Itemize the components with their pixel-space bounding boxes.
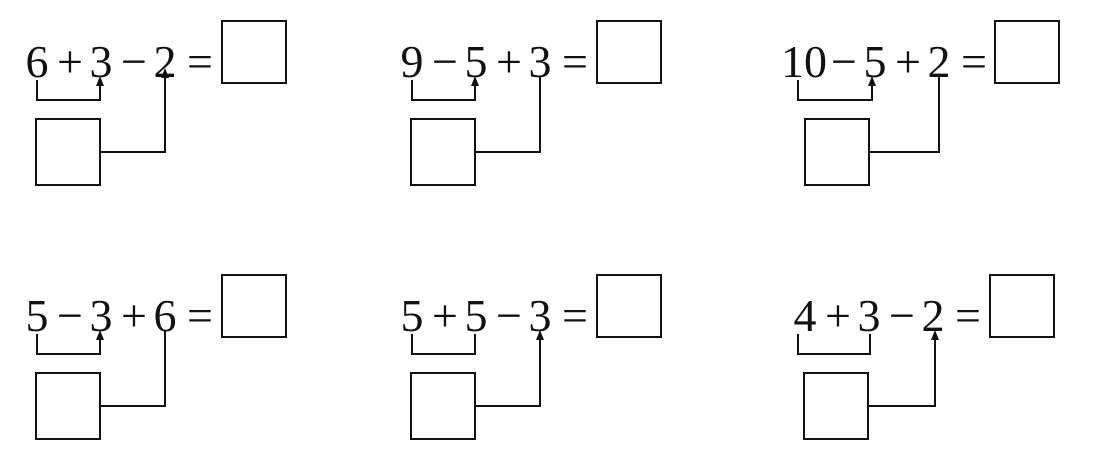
answer-box[interactable] <box>596 274 662 338</box>
first-operand: 5 <box>25 290 49 341</box>
connector-arrows <box>36 68 169 153</box>
first-operator: − <box>432 36 458 87</box>
equals-sign: = <box>562 290 588 341</box>
problem-3: 10 − 5 + 2 = <box>780 18 1097 198</box>
equals-sign: = <box>187 36 213 87</box>
connector-arrows <box>797 76 940 153</box>
problem-5: 5 + 5 − 3 = <box>397 272 717 452</box>
first-operand: 4 <box>793 290 817 341</box>
arrow-head <box>96 76 104 86</box>
first-operator: + <box>57 36 83 87</box>
third-operand: 3 <box>528 290 552 341</box>
first-operand: 10 <box>781 36 827 87</box>
second-operator: − <box>889 290 915 341</box>
third-operand: 2 <box>921 290 945 341</box>
first-operator: + <box>432 290 458 341</box>
problem-1: 6 + 3 − 2 = <box>22 18 342 198</box>
first-operator: − <box>57 290 83 341</box>
connector-arrows <box>36 330 166 407</box>
answer-box[interactable] <box>989 274 1055 338</box>
arrow-head <box>931 330 939 340</box>
intermediate-result-box[interactable] <box>803 372 869 440</box>
connector-arrows <box>411 330 544 407</box>
arrow-head <box>536 330 544 340</box>
second-operator: − <box>496 290 522 341</box>
second-operand: 3 <box>89 290 113 341</box>
second-operand: 5 <box>863 36 887 87</box>
second-operator: + <box>895 36 921 87</box>
problem-6: 4 + 3 − 2 = <box>790 272 1097 452</box>
second-operand: 3 <box>89 36 113 87</box>
equals-sign: = <box>187 290 213 341</box>
answer-box[interactable] <box>994 20 1060 84</box>
connector-arrows <box>797 330 939 407</box>
third-operand: 2 <box>153 36 177 87</box>
equals-sign: = <box>955 290 981 341</box>
second-operand: 5 <box>464 36 488 87</box>
arrow-head <box>471 76 479 86</box>
intermediate-result-box[interactable] <box>35 118 101 186</box>
first-operand: 6 <box>25 36 49 87</box>
third-operand: 2 <box>927 36 951 87</box>
second-operator: + <box>121 290 147 341</box>
second-operand: 3 <box>857 290 881 341</box>
intermediate-result-box[interactable] <box>35 372 101 440</box>
third-operand: 3 <box>528 36 552 87</box>
arrow-head <box>161 68 169 78</box>
second-operator: − <box>121 36 147 87</box>
arrow-head <box>96 330 104 340</box>
intermediate-result-box[interactable] <box>410 118 476 186</box>
second-operator: + <box>496 36 522 87</box>
first-operand: 9 <box>400 36 424 87</box>
first-operand: 5 <box>400 290 424 341</box>
problem-2: 9 − 5 + 3 = <box>397 18 717 198</box>
connector-arrows <box>411 76 541 153</box>
third-operand: 6 <box>153 290 177 341</box>
arrow-head <box>868 76 876 86</box>
second-operand: 5 <box>464 290 488 341</box>
equals-sign: = <box>562 36 588 87</box>
answer-box[interactable] <box>221 20 287 84</box>
answer-box[interactable] <box>221 274 287 338</box>
equals-sign: = <box>961 36 987 87</box>
first-operator: + <box>825 290 851 341</box>
first-operator: − <box>831 36 857 87</box>
intermediate-result-box[interactable] <box>804 118 870 186</box>
intermediate-result-box[interactable] <box>410 372 476 440</box>
problem-4: 5 − 3 + 6 = <box>22 272 342 452</box>
answer-box[interactable] <box>596 20 662 84</box>
